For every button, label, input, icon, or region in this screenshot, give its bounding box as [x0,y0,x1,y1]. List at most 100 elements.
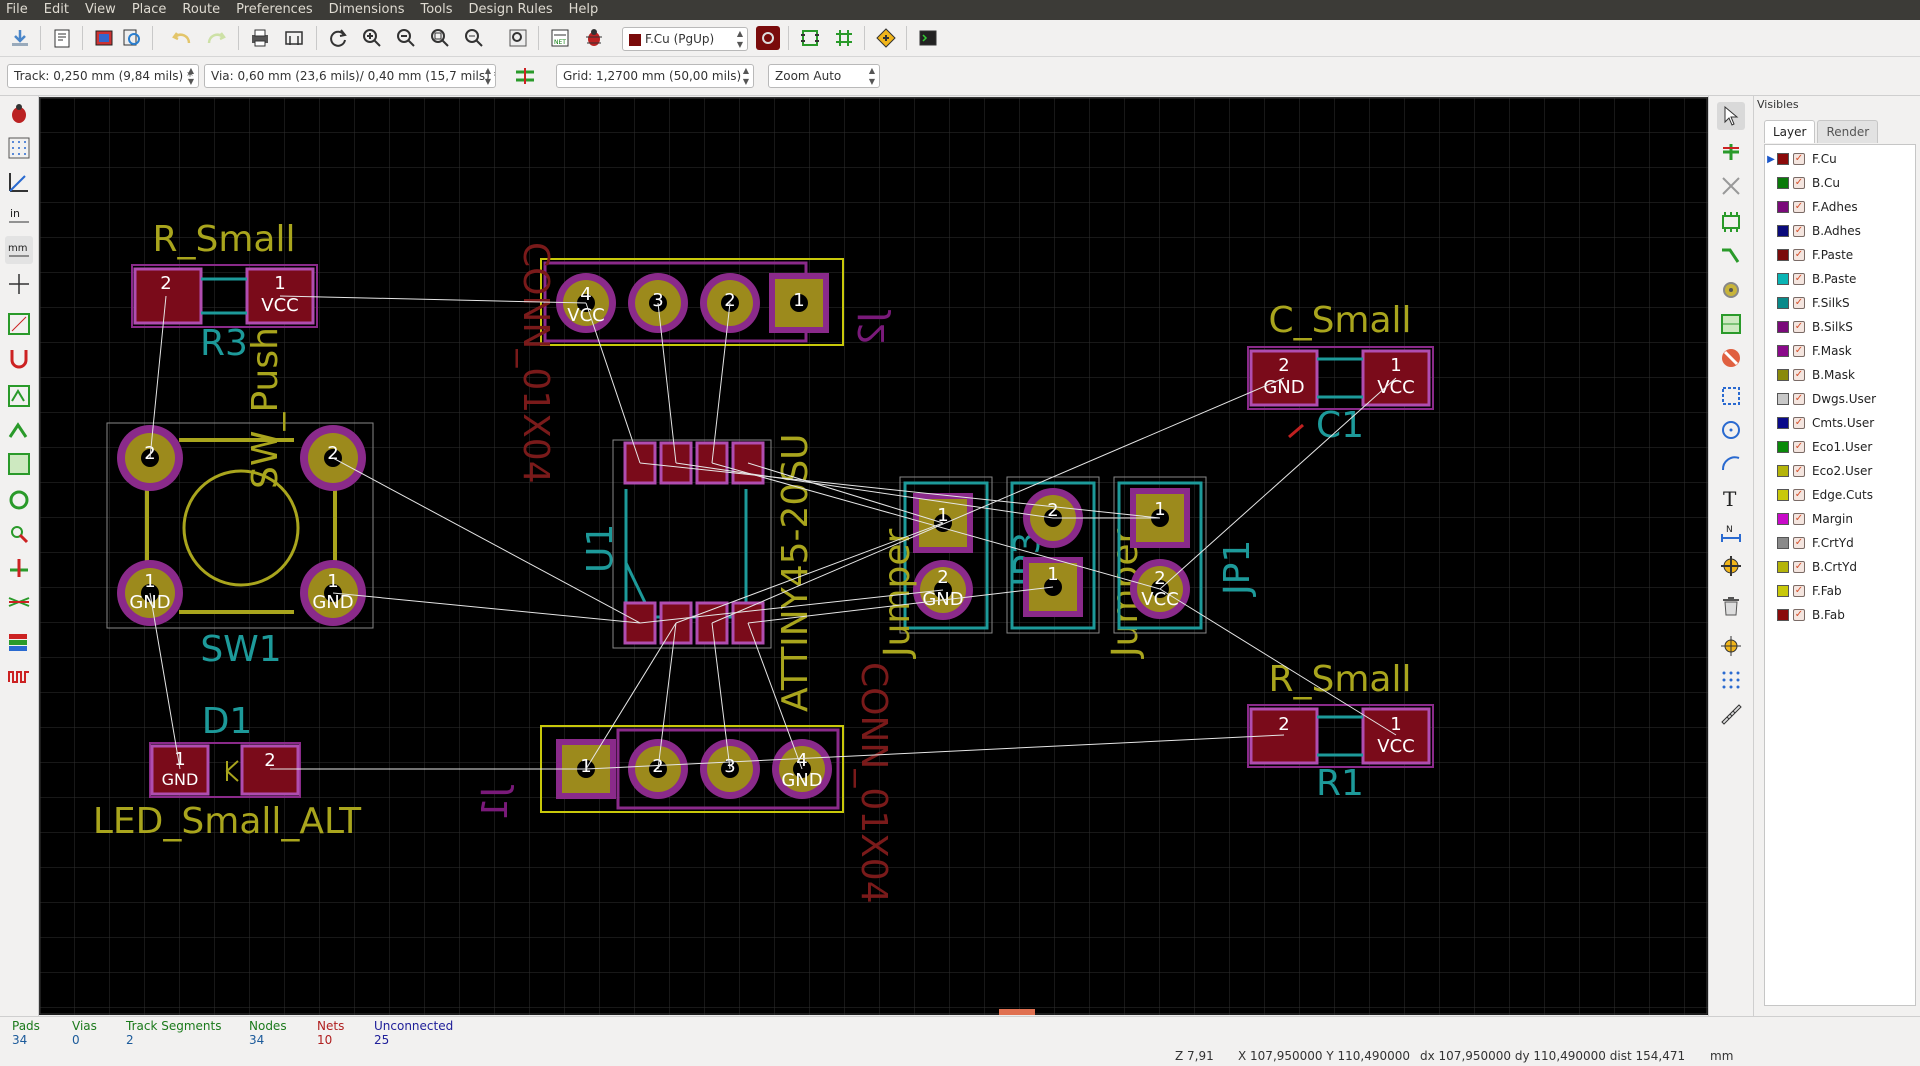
layer-row[interactable]: ✓B.Fab [1765,605,1913,625]
layer-color-swatch[interactable] [1777,537,1789,549]
track-width-select[interactable]: Track: 0,250 mm (9,84 mils) *▲▼ [7,64,199,88]
show-zones-icon[interactable] [5,416,33,444]
layer-visibility-checkbox[interactable]: ✓ [1793,561,1805,573]
layer-row[interactable]: ✓Eco1.User [1765,437,1913,457]
undo-icon[interactable] [170,26,194,50]
layer-visibility-checkbox[interactable]: ✓ [1793,609,1805,621]
layer-row[interactable]: ✓Margin [1765,509,1913,529]
layer-visibility-checkbox[interactable]: ✓ [1793,225,1805,237]
layer-color-swatch[interactable] [1777,465,1789,477]
cursor-shape-icon[interactable] [5,270,33,298]
layer-color-swatch[interactable] [1777,201,1789,213]
layer-color-swatch[interactable] [1777,249,1789,261]
layer-color-swatch[interactable] [1777,441,1789,453]
layer-color-swatch[interactable] [1777,561,1789,573]
menu-file[interactable]: File [6,2,28,17]
layer-color-swatch[interactable] [1777,369,1789,381]
footprint-jp2[interactable]: 2 1 Jumper [1006,476,1146,659]
local-ratsnest-icon[interactable] [1717,172,1745,200]
mode-footprint-icon[interactable] [798,26,822,50]
layer-row[interactable]: ✓B.Cu [1765,173,1913,193]
via-sketch-icon[interactable] [5,520,33,548]
add-target-icon[interactable] [1717,552,1745,580]
layer-color-swatch[interactable] [1777,225,1789,237]
grid-origin-icon[interactable] [1717,666,1745,694]
layer-row[interactable]: ✓F.CrtYd [1765,533,1913,553]
layer-visibility-checkbox[interactable]: ✓ [1793,201,1805,213]
menu-view[interactable]: View [84,2,116,17]
autoplace-icon[interactable] [874,26,898,50]
footprint-r1[interactable]: 2 1 VCC R_Small R1 [1247,659,1434,804]
layer-row[interactable]: ✓F.Adhes [1765,197,1913,217]
plot-icon[interactable] [282,26,306,50]
layer-color-swatch[interactable] [1777,273,1789,285]
layers-manager-icon[interactable] [5,628,33,656]
menu-route[interactable]: Route [182,2,221,17]
microwave-toolbar-icon[interactable] [5,662,33,690]
layer-visibility-checkbox[interactable]: ✓ [1793,513,1805,525]
add-arc-icon[interactable] [1717,450,1745,478]
menu-tools[interactable]: Tools [420,2,453,17]
layer-color-swatch[interactable] [1777,585,1789,597]
show-ratsnest-icon[interactable] [5,310,33,338]
find-icon[interactable] [506,26,530,50]
layer-visibility-checkbox[interactable]: ✓ [1793,465,1805,477]
units-mm-icon[interactable]: mm [5,236,33,264]
high-contrast-icon[interactable] [5,588,33,616]
zoom-fit-icon[interactable] [428,26,452,50]
measure-tool-icon[interactable] [1717,700,1745,728]
layer-row[interactable]: ✓F.Mask [1765,341,1913,361]
layer-visibility-checkbox[interactable]: ✓ [1793,417,1805,429]
layer-color-swatch[interactable] [1777,153,1789,165]
module-editor-icon[interactable] [92,26,116,50]
layer-row[interactable]: ✓B.CrtYd [1765,557,1913,577]
layer-row[interactable]: ✓B.Adhes [1765,221,1913,241]
tab-layer[interactable]: Layer [1764,120,1816,143]
layer-row[interactable]: ✓Edge.Cuts [1765,485,1913,505]
menu-dimensions[interactable]: Dimensions [328,2,405,17]
layer-color-swatch[interactable] [1777,297,1789,309]
add-zone-icon[interactable] [1717,310,1745,338]
layer-row[interactable]: ✓F.SilkS [1765,293,1913,313]
layer-visibility-checkbox[interactable]: ✓ [1793,393,1805,405]
page-settings-icon[interactable] [50,26,74,50]
add-footprint-icon[interactable] [1717,208,1745,236]
highlight-net-icon[interactable] [1717,138,1745,166]
auto-delete-track-icon[interactable] [5,382,33,410]
drc-off-icon[interactable] [5,100,33,128]
footprint-r3[interactable]: 2 1 VCC R_Small R3 [131,219,318,364]
polar-coords-icon[interactable] [5,168,33,196]
menu-preferences[interactable]: Preferences [236,2,313,17]
track-sketch-icon[interactable] [5,554,33,582]
add-dimension-icon[interactable]: N [1717,518,1745,546]
mode-track-icon[interactable] [832,26,856,50]
add-text-icon[interactable]: T [1717,484,1745,512]
units-inch-icon[interactable]: in [5,202,33,230]
zoom-selection-icon[interactable] [462,26,486,50]
active-layer-select[interactable]: F.Cu (PgUp) ▲▼ [622,27,748,51]
place-origin-icon[interactable] [1717,632,1745,660]
delete-icon[interactable] [1717,592,1745,620]
drc-icon[interactable] [582,26,606,50]
auto-track-width-icon[interactable] [513,64,537,88]
zoom-out-icon[interactable] [394,26,418,50]
layer-color-swatch[interactable] [1777,393,1789,405]
zoom-select[interactable]: Zoom Auto▲▼ [768,64,880,88]
layer-color-swatch[interactable] [1777,489,1789,501]
menu-design-rules[interactable]: Design Rules [468,2,553,17]
layer-visibility-checkbox[interactable]: ✓ [1793,177,1805,189]
layer-color-swatch[interactable] [1777,417,1789,429]
layer-row[interactable]: ✓B.Paste [1765,269,1913,289]
module-ratsnest-icon[interactable] [5,344,33,372]
layer-row[interactable]: ✓Dwgs.User [1765,389,1913,409]
layer-visibility-checkbox[interactable]: ✓ [1793,153,1805,165]
menu-edit[interactable]: Edit [43,2,69,17]
layer-visibility-checkbox[interactable]: ✓ [1793,297,1805,309]
pad-sketch-icon[interactable] [5,486,33,514]
select-arrow-icon[interactable] [1717,102,1745,130]
layer-color-swatch[interactable] [1777,177,1789,189]
menu-place[interactable]: Place [131,2,167,17]
layer-row[interactable]: ✓B.Mask [1765,365,1913,385]
zones-outline-icon[interactable] [5,450,33,478]
pcb-canvas[interactable]: 2 1 VCC R_Small R3 2 2 1 GND 1 GND SW_Pu… [39,97,1708,1015]
